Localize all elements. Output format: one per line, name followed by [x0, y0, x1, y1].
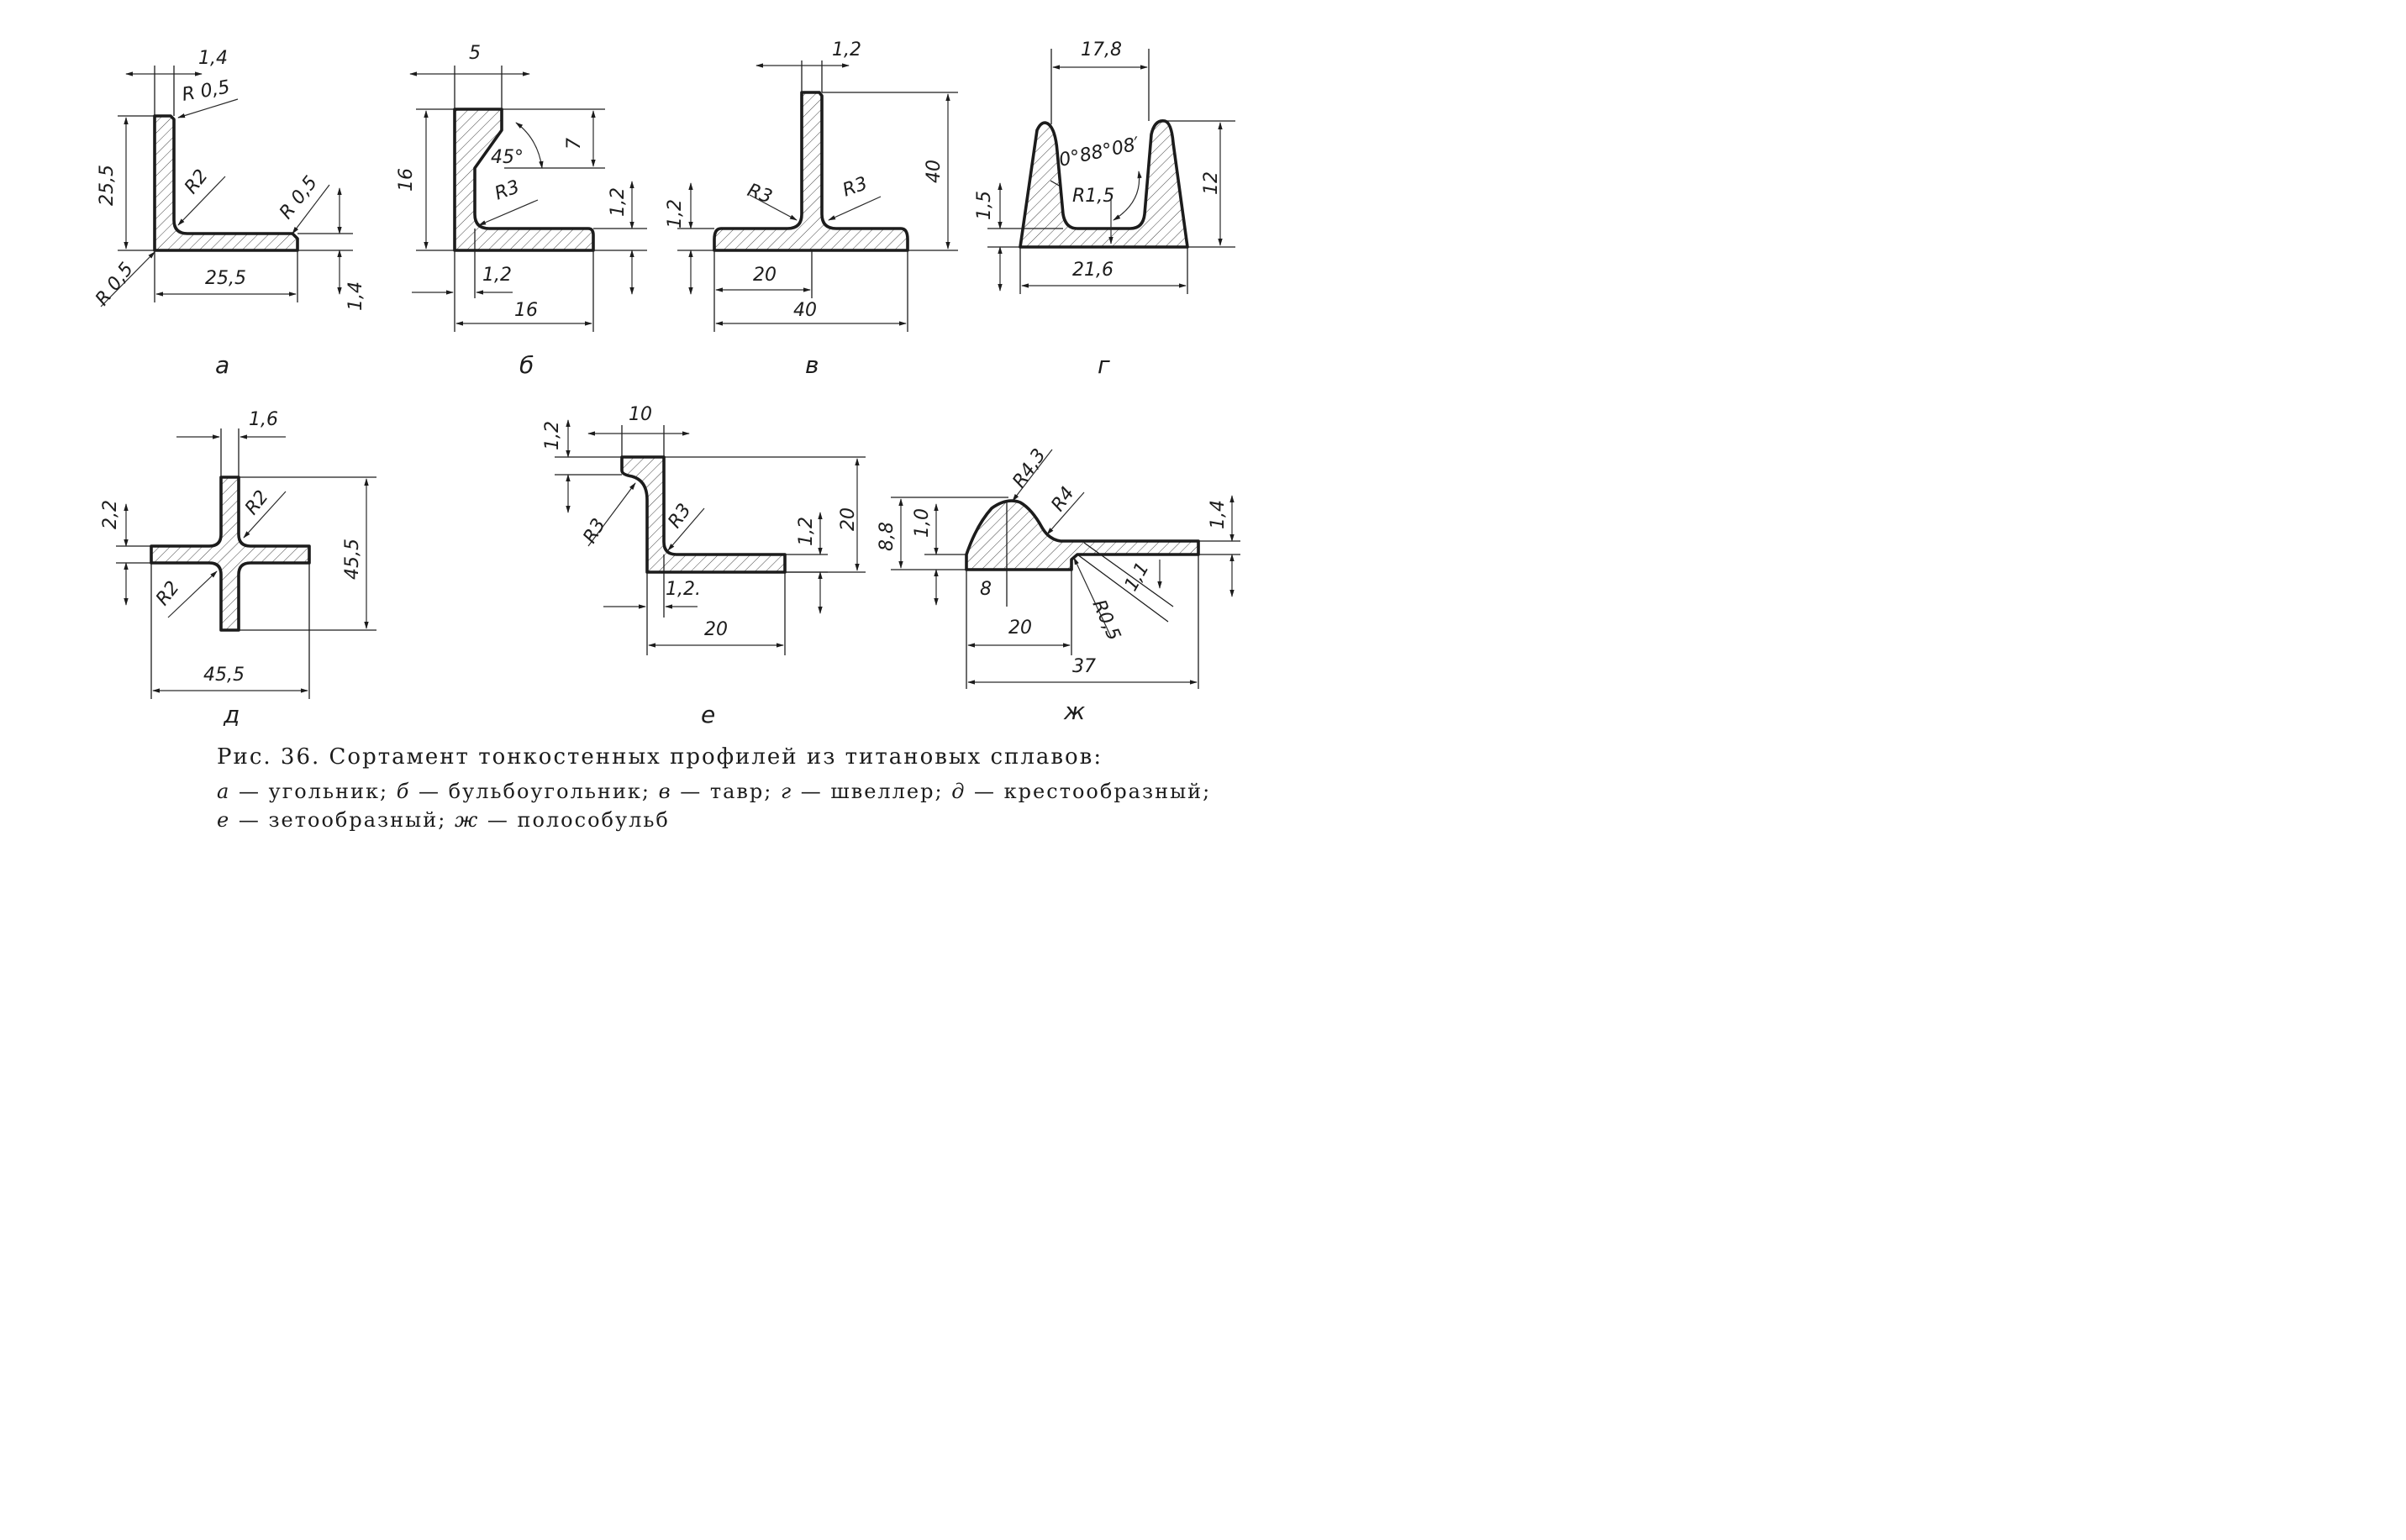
zh-t: 1,4 [1208, 500, 1229, 529]
legend-key: д [951, 780, 966, 803]
figure-drawing: 1,4 R 0,5 25,5 R2 R 0,5 R 0,5 25,5 1,4 а… [92, 39, 1240, 728]
bulb-flat-section [965, 499, 1200, 571]
v-w: 40 [793, 300, 817, 321]
legend-text: — угольник; [230, 780, 397, 803]
profile-g: 17,8 0°88°08′ 12 1,5 R1,5 21,6 г [974, 39, 1235, 379]
e-top: 10 [629, 404, 652, 425]
d-r-top: R2 [241, 486, 273, 518]
zh-mid: 20 [1008, 618, 1032, 639]
a-r-top: R 0,5 [181, 76, 232, 106]
a-r-inner: R2 [181, 166, 213, 197]
e-web: 1,2. [666, 579, 701, 600]
b-web: 1,2 [482, 265, 512, 286]
v-r-right: R3 [840, 173, 871, 202]
cross-section [150, 476, 311, 632]
b-angle: 45° [491, 147, 524, 168]
g-angle: 0°88°08′ [1057, 134, 1141, 171]
d-r-bottom: R2 [152, 577, 184, 609]
label-e: е [701, 701, 715, 728]
v-half: 20 [753, 265, 777, 286]
profile-v: 1,2 40 R3 R3 1,2 20 40 в [665, 39, 958, 379]
profile-a: 1,4 R 0,5 25,5 R2 R 0,5 R 0,5 25,5 1,4 а [92, 48, 366, 379]
profile-e: 1,2 10 R3 R3 1,2 20 1,2. 20 е [542, 404, 866, 728]
e-t-top: 1,2 [542, 421, 563, 450]
z-section [620, 455, 787, 574]
d-h: 45,5 [342, 539, 363, 580]
v-r-left: R3 [745, 180, 775, 208]
profile-zh: 8,8 1,0 R4,3 R4 1,4 8 20 1,1 R0,5 37 ж [877, 445, 1240, 725]
legend-key: а [217, 780, 231, 803]
label-v: в [805, 351, 819, 379]
g-r: R1,5 [1072, 186, 1114, 207]
zh-bulb-t: 1,0 [912, 508, 933, 538]
b-top: 5 [469, 43, 481, 64]
legend-text: — полособульб [479, 808, 670, 832]
e-t-right: 1,2 [796, 517, 817, 546]
legend-text: — зетообразный; [230, 808, 455, 832]
a-t: 1,4 [345, 281, 366, 311]
profile-d: 1,6 2,2 R2 R2 45,5 45,5 д [100, 409, 376, 728]
v-web: 1,2 [832, 39, 861, 60]
figure-caption-legend-1: а — угольник; б — бульбоугольник; в — та… [217, 780, 1211, 803]
figure-caption-legend-2: е — зетообразный; ж — полособульб [217, 808, 670, 832]
legend-text: — бульбоугольник; [410, 780, 659, 803]
d-w: 45,5 [203, 665, 245, 686]
b-bulb-h: 7 [564, 138, 585, 150]
legend-key: б [396, 780, 411, 803]
label-a: а [215, 351, 229, 379]
a-r-heel: R 0,5 [92, 259, 138, 310]
g-h: 12 [1201, 171, 1222, 195]
zh-w: 37 [1072, 656, 1096, 677]
label-g: г [1098, 351, 1110, 379]
bulb-angle-section [453, 108, 595, 252]
a-d-flange: 1,4 [198, 48, 228, 69]
legend-key: ж [454, 808, 480, 832]
legend-text: — тавр; [671, 780, 781, 803]
g-t: 1,5 [974, 191, 995, 220]
b-r: R3 [492, 176, 523, 205]
e-r-inner: R3 [664, 500, 695, 532]
zh-bulb-w: 8 [980, 579, 992, 600]
e-h: 20 [838, 507, 859, 531]
profile-b: 5 16 7 45° R3 1,2 1,2 16 б [396, 43, 647, 379]
label-zh: ж [1063, 697, 1085, 725]
a-r-toe: R 0,5 [276, 172, 322, 223]
d-web: 1,6 [249, 409, 278, 430]
a-h: 25,5 [97, 165, 118, 206]
legend-key: е [217, 808, 231, 832]
a-w: 25,5 [205, 268, 246, 289]
g-open: 17,8 [1081, 39, 1122, 60]
legend-text: — крестообразный; [966, 780, 1212, 803]
label-b: б [519, 351, 534, 379]
zh-r-fillet: R4 [1047, 483, 1078, 515]
b-t: 1,2 [608, 187, 629, 217]
v-h: 40 [924, 160, 945, 183]
angle-section [153, 114, 299, 252]
zh-h: 8,8 [877, 522, 898, 551]
label-d: д [223, 701, 240, 728]
e-r-outer: R3 [580, 515, 610, 547]
zh-r-bulb: R4,3 [1008, 445, 1050, 492]
tee-section [713, 91, 909, 252]
b-h: 16 [396, 168, 417, 192]
e-w: 20 [704, 619, 728, 640]
d-t: 2,2 [100, 500, 121, 529]
g-w: 21,6 [1072, 260, 1113, 281]
b-w: 16 [514, 300, 538, 321]
v-t: 1,2 [665, 199, 686, 229]
legend-key: г [781, 780, 793, 803]
figure-caption-title: Рис. 36. Сортамент тонкостенных профилей… [217, 744, 1103, 770]
legend-text: — швеллер; [792, 780, 952, 803]
legend-key: в [658, 780, 672, 803]
zh-r-toe: R0,5 [1088, 597, 1124, 644]
